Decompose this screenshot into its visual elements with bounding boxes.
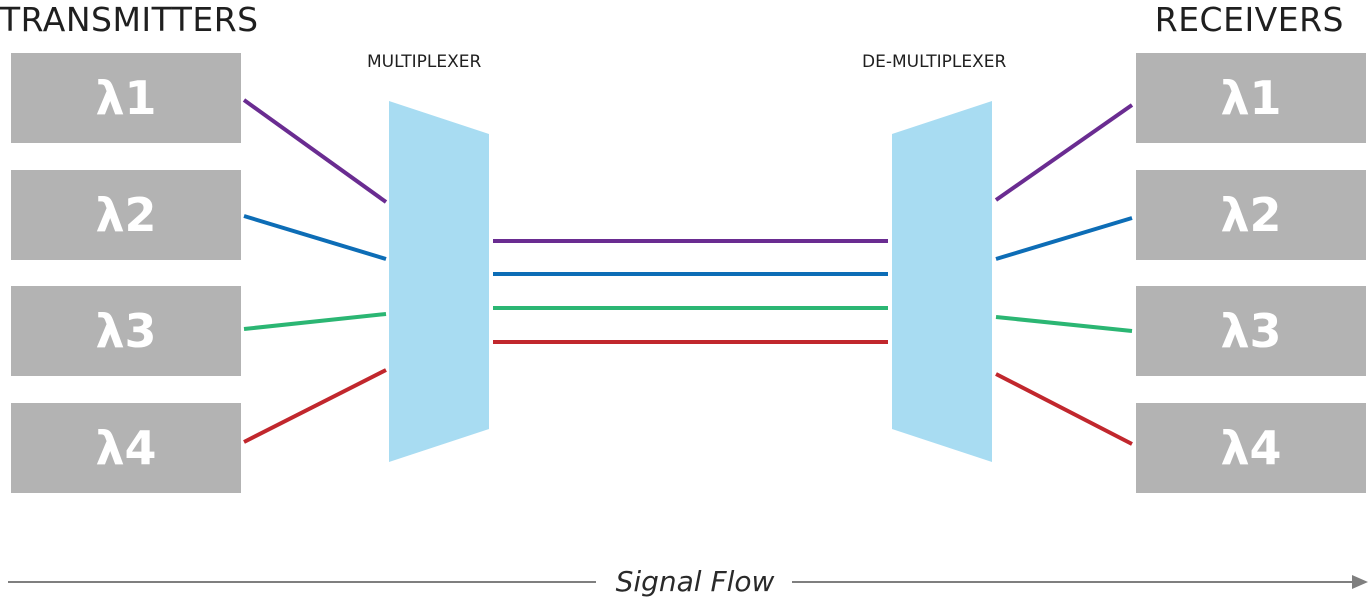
receiver-lambda-2: λ2 — [1136, 170, 1366, 260]
receiver-lambda-1: λ1 — [1136, 53, 1366, 143]
tx-link-1 — [242, 98, 388, 204]
transmitter-lambda-1: λ1 — [11, 53, 241, 143]
receivers-heading: RECEIVERS — [1154, 0, 1344, 39]
demultiplexer — [892, 101, 992, 462]
tx-link-2 — [243, 214, 387, 261]
multiplexer — [389, 101, 489, 462]
tx-link-4 — [243, 368, 387, 444]
arrowhead-icon — [1352, 575, 1368, 589]
receiver-lambda-4: λ4 — [1136, 403, 1366, 493]
rx-link-2 — [995, 216, 1133, 261]
tx-link-3 — [243, 312, 387, 331]
transmitter-lambda-4: λ4 — [11, 403, 241, 493]
receiver-lambda-3: λ3 — [1136, 286, 1366, 376]
signal-flow-label: Signal Flow — [615, 565, 775, 598]
demultiplexer-label: DE-MULTIPLEXER — [862, 52, 1007, 72]
rx-link-4 — [995, 372, 1133, 446]
transmitters-heading: TRANSMITTERS — [0, 0, 259, 39]
rx-link-3 — [995, 315, 1133, 333]
multiplexer-label: MULTIPLEXER — [367, 52, 482, 72]
transmitter-lambda-3: λ3 — [11, 286, 241, 376]
transmitter-lambda-2: λ2 — [11, 170, 241, 260]
rx-link-1 — [994, 103, 1134, 202]
